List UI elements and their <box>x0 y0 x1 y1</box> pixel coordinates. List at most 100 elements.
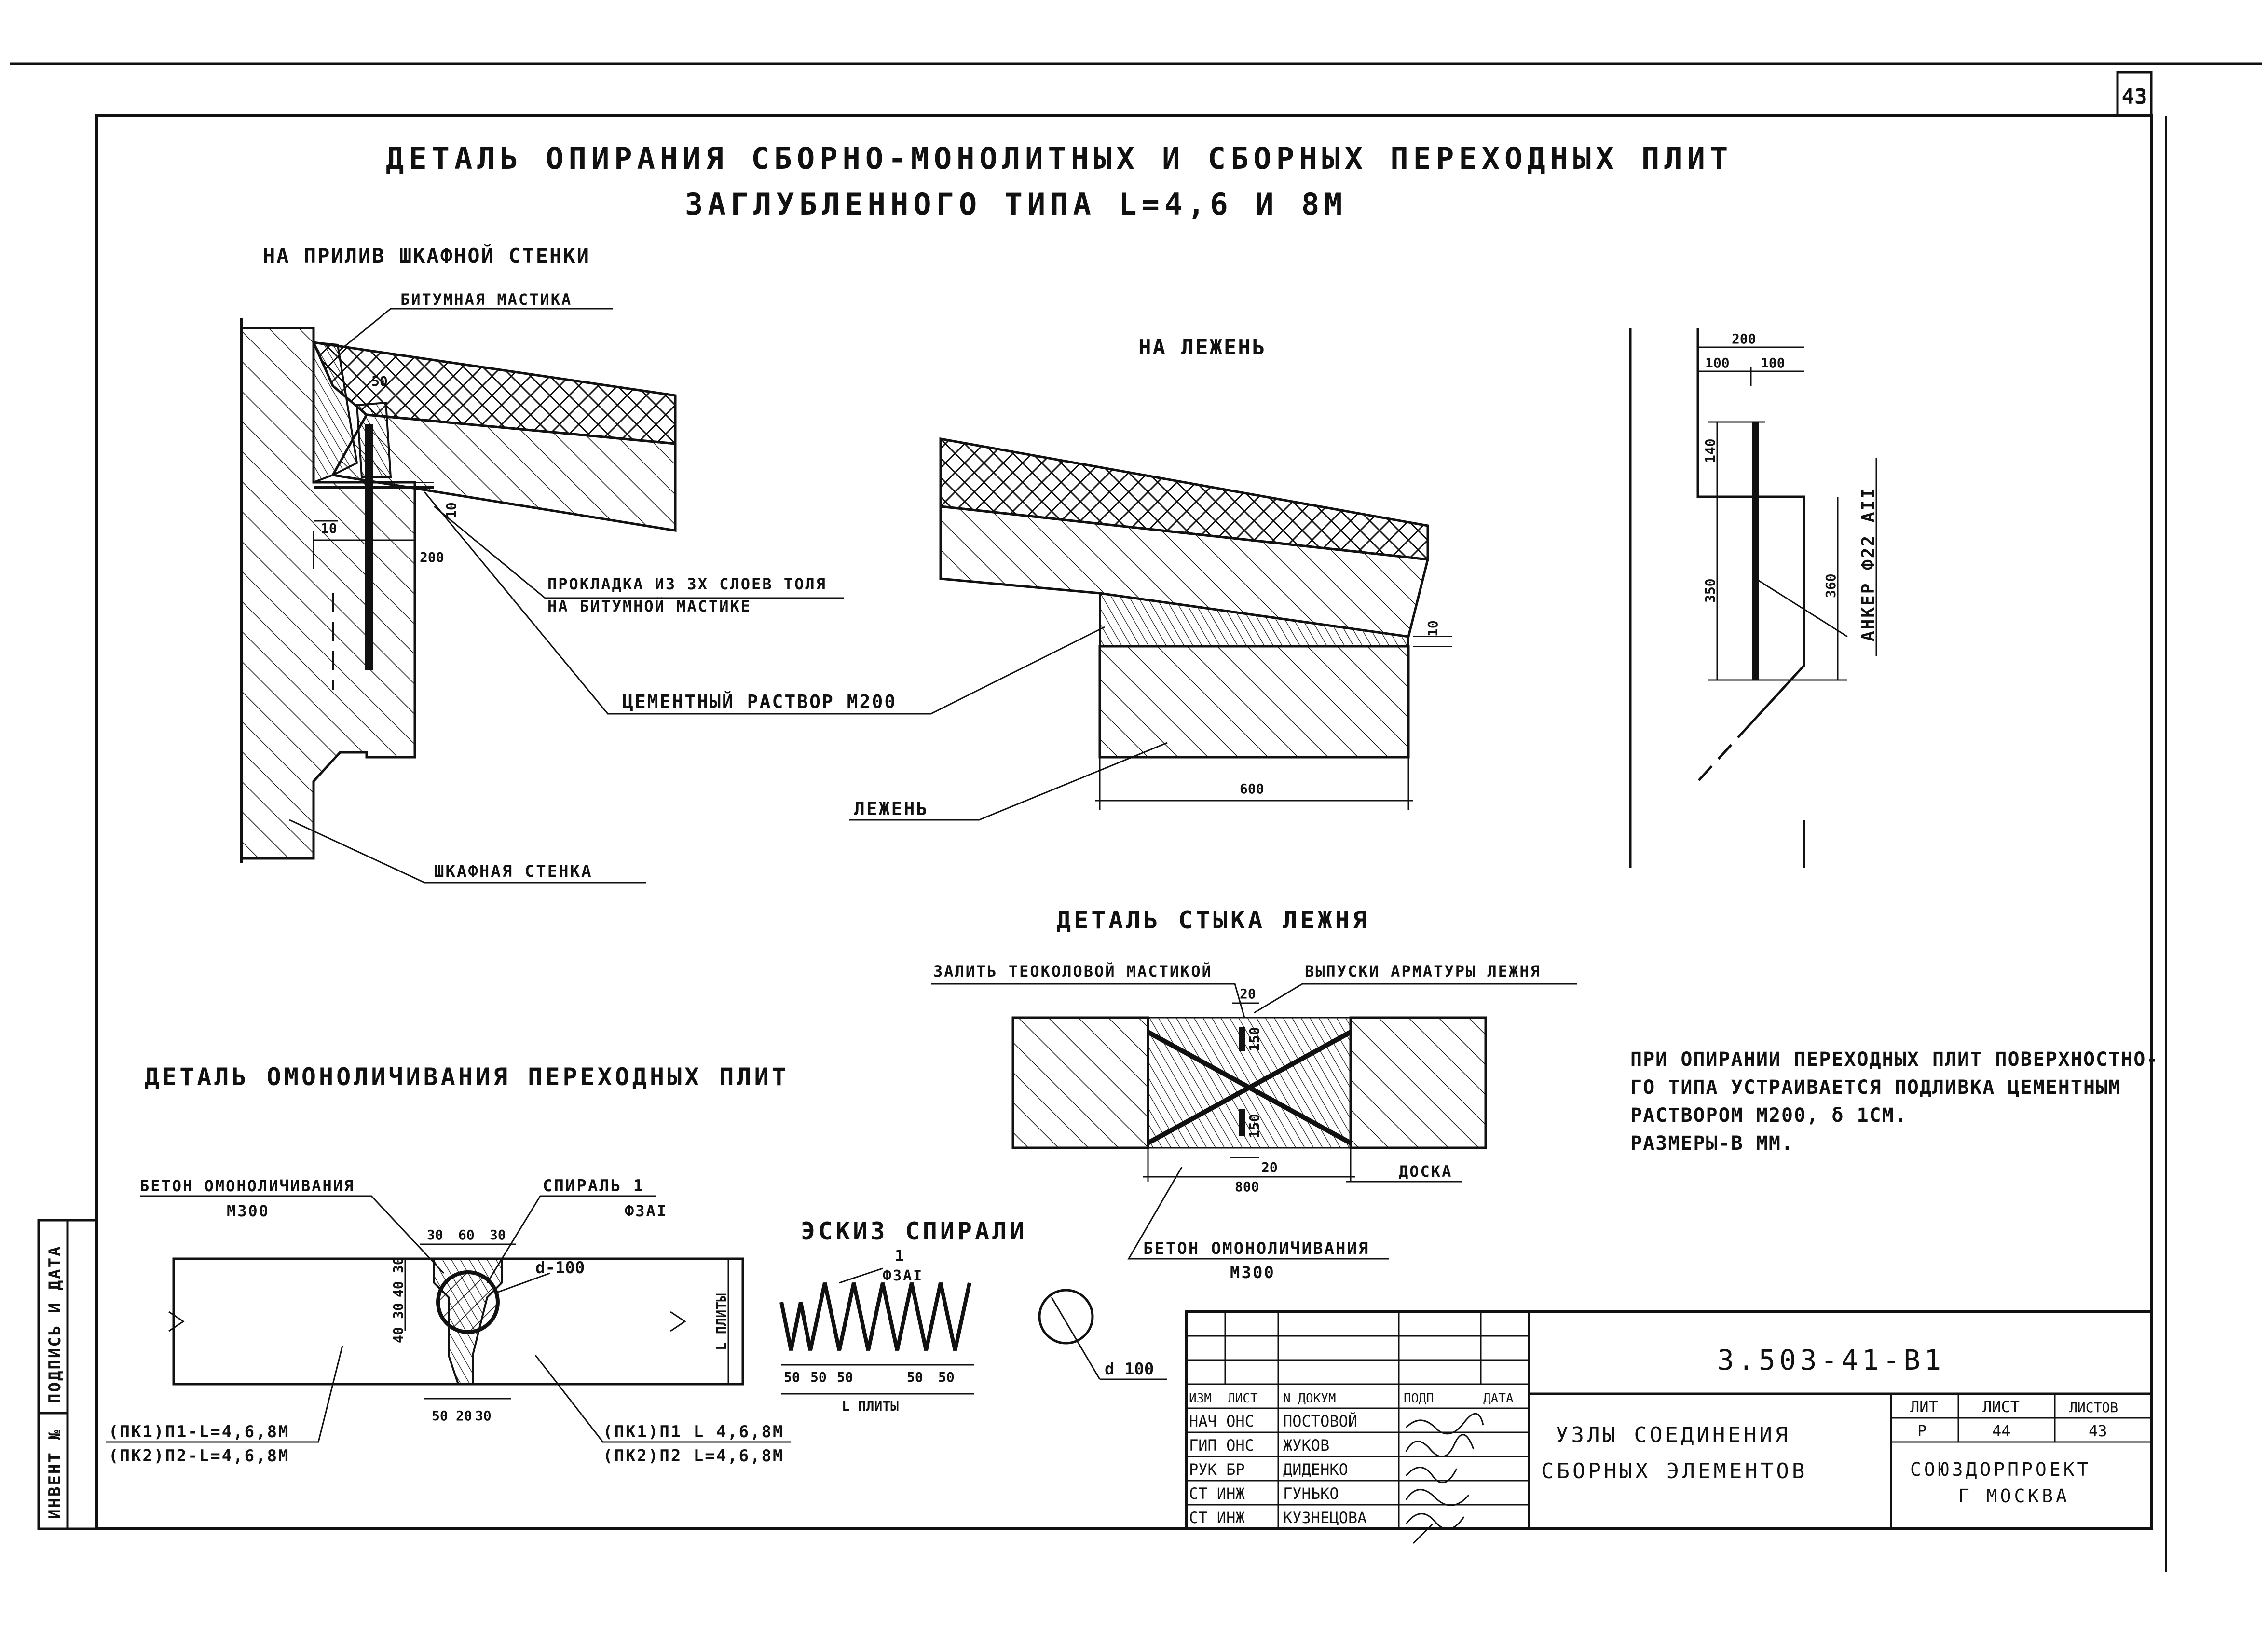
concrete-left-grade: М300 <box>227 1202 270 1220</box>
stage-head: ЛИТ <box>1910 1398 1938 1416</box>
role-2: ГИП ОНС <box>1189 1436 1254 1455</box>
dim-r360: 360 <box>1823 573 1839 598</box>
dim-r140: 140 <box>1702 438 1718 463</box>
sign-date-label: ПОДПИСЬ И ДАТА <box>45 1245 65 1403</box>
plate-length: L ПЛИТЫ <box>842 1398 899 1414</box>
dim-mv40b: 40 <box>390 1327 406 1343</box>
dim-j800: 800 <box>1235 1179 1259 1195</box>
main-title-line2: ЗАГЛУБЛЕННОГО ТИПА L=4,6 И 8М <box>685 187 1347 222</box>
dim-s50a: 50 <box>784 1369 800 1385</box>
dim-m30: 30 <box>475 1408 492 1424</box>
bitumen-joint <box>355 401 392 478</box>
spiral-title: ЭСКИЗ СПИРАЛИ <box>801 1217 1027 1245</box>
side-stamp <box>37 1219 98 1530</box>
dim-j20a: 20 <box>1240 986 1256 1002</box>
main-title-line1: ДЕТАЛЬ ОПИРАНИЯ СБОРНО-МОНОЛИТНЫХ И СБОР… <box>386 141 1733 176</box>
note-line-4: РАЗМЕРЫ-В ММ. <box>1630 1132 1794 1155</box>
dim-s50d: 50 <box>907 1369 923 1385</box>
stage-value: Р <box>1917 1422 1926 1440</box>
note-line-1: ПРИ ОПИРАНИИ ПЕРЕХОДНЫХ ПЛИТ ПОВЕРХНОСТН… <box>1630 1048 2159 1071</box>
sleeper-body <box>1098 645 1410 759</box>
joint-detail: 20 150 150 20 800 <box>1011 986 1487 1195</box>
dim-j20b: 20 <box>1261 1159 1278 1175</box>
anchor-label: АНКЕР Ф22 АII <box>1858 487 1878 641</box>
dim-600: 600 <box>1240 781 1264 797</box>
dim-s50c: 50 <box>837 1369 853 1385</box>
d100b-label: d 100 <box>1105 1360 1154 1379</box>
spiral-rebar-label: Ф3АI <box>625 1202 668 1220</box>
fill-mastic-label: ЗАЛИТЬ ТЕОКОЛОВОЙ МАСТИКОЙ <box>933 962 1213 980</box>
inventory-label: ИНВЕНТ № <box>45 1429 65 1519</box>
dim-10: 10 <box>321 520 337 536</box>
concrete-label: БЕТОН ОМОНОЛИЧИВАНИЯ <box>1143 1239 1369 1258</box>
slab-left-2: (ПК2)П2-L=4,6,8М <box>109 1446 290 1466</box>
board-label: ДОСКА <box>1399 1162 1452 1181</box>
slab-right-1: (ПК1)П1 L 4,6,8М <box>603 1422 784 1442</box>
monolith-title: ДЕТАЛЬ ОМОНОЛИЧИВАНИЯ ПЕРЕХОДНЫХ ПЛИТ <box>145 1063 789 1091</box>
spiral-rebar-sketch: Ф3АI <box>883 1267 923 1284</box>
slab-body <box>331 413 677 532</box>
dim-10-mid: 10 <box>1425 620 1441 637</box>
head-sign: ПОДП <box>1404 1391 1434 1406</box>
monolith-detail: 30 60 30 30 40 30 40 50 20 30 d-100 L ПЛ… <box>168 1227 744 1424</box>
doc-code: 3.503-41-В1 <box>1717 1344 1945 1376</box>
name-2: ЖУКОВ <box>1283 1436 1329 1455</box>
dim-m30b: 30 <box>490 1227 506 1243</box>
dim-s50b: 50 <box>810 1369 827 1385</box>
wall-label: ШКАФНАЯ СТЕНКА <box>434 862 593 881</box>
concrete-left-label: БЕТОН ОМОНОЛИЧИВАНИЯ <box>140 1177 355 1195</box>
spiral-sketch: 50 50 50 50 50 L ПЛИТЫ 1 Ф3АI d 100 <box>779 1247 1167 1414</box>
org-city: Г МОСКВА <box>1958 1485 2070 1507</box>
role-1: НАЧ ОНС <box>1189 1412 1254 1430</box>
spiral-num: 1 <box>895 1247 905 1265</box>
sheets-value: 43 <box>2089 1422 2107 1440</box>
role-3: РУК БР <box>1189 1460 1245 1479</box>
plate-length-v: L ПЛИТЫ <box>713 1293 729 1350</box>
concrete-grade: М300 <box>1230 1263 1275 1282</box>
note-line-3: РАСТВОРОМ М200, δ 1СМ. <box>1630 1104 1907 1127</box>
sheet-value: 44 <box>1992 1422 2011 1440</box>
title-block <box>1185 1310 2153 1530</box>
dim-j150a: 150 <box>1246 1027 1262 1051</box>
sleeper-detail: 600 10 <box>939 437 1452 810</box>
name-1: ПОСТОВОЙ <box>1283 1412 1357 1430</box>
monolith-callouts <box>106 1195 791 1443</box>
left-callouts <box>289 308 931 884</box>
doc-name-2: СБОРНЫХ ЭЛЕМЕНТОВ <box>1541 1459 1807 1483</box>
gasket-label-2: НА БИТУМНОЙ МАСТИКЕ <box>547 597 751 615</box>
name-5: КУЗНЕЦОВА <box>1283 1509 1366 1527</box>
wall-ledge-detail: 50 10 200 10 <box>240 318 677 863</box>
joint-callouts <box>931 983 1577 1260</box>
bitumen-layer <box>313 341 358 484</box>
head-doc: N ДОКУМ <box>1283 1391 1336 1406</box>
spiral-circle <box>436 1270 500 1334</box>
bitumen-label: БИТУМНАЯ МАСТИКА <box>400 290 572 309</box>
page-number: 43 <box>2122 84 2147 109</box>
role-4: СТ ИНЖ <box>1189 1484 1245 1503</box>
dim-mv30b: 30 <box>390 1303 406 1319</box>
sheet-head: ЛИСТ <box>1982 1398 2020 1416</box>
dim-j150b: 150 <box>1246 1114 1262 1138</box>
dim-50: 50 <box>371 373 388 389</box>
dim-r100: 100 <box>1705 355 1730 371</box>
dim-m30a: 30 <box>427 1227 443 1243</box>
head-list: ЛИСТ <box>1228 1391 1258 1406</box>
name-4: ГУНЬКО <box>1283 1484 1339 1503</box>
role-5: СТ ИНЖ <box>1189 1509 1245 1527</box>
gasket-label-1: ПРОКЛАДКА ИЗ 3Х СЛОЕВ ТОЛЯ <box>547 575 827 593</box>
d100-label: d-100 <box>535 1258 585 1278</box>
anchor-detail: 200 100 100 140 350 360 АНКЕР Ф22 АII <box>1629 328 1878 868</box>
dim-m50: 50 <box>432 1408 448 1424</box>
sheets-head: ЛИСТОВ <box>2069 1400 2118 1415</box>
dim-200: 200 <box>420 549 444 565</box>
dim-r200: 200 <box>1732 331 1756 347</box>
signatures <box>1405 1413 1484 1544</box>
rebar-out-label: ВЫПУСКИ АРМАТУРЫ ЛЕЖНЯ <box>1305 962 1541 980</box>
sheet-frame <box>10 62 2262 1572</box>
middle-callouts <box>849 626 1168 821</box>
dim-r350: 350 <box>1702 578 1718 603</box>
cement-label: ЦЕМЕНТНЫЙ РАСТВОР М200 <box>622 691 897 712</box>
dim-s50e: 50 <box>938 1369 955 1385</box>
middle-view-title: НА ЛЕЖЕНЬ <box>1138 335 1266 360</box>
